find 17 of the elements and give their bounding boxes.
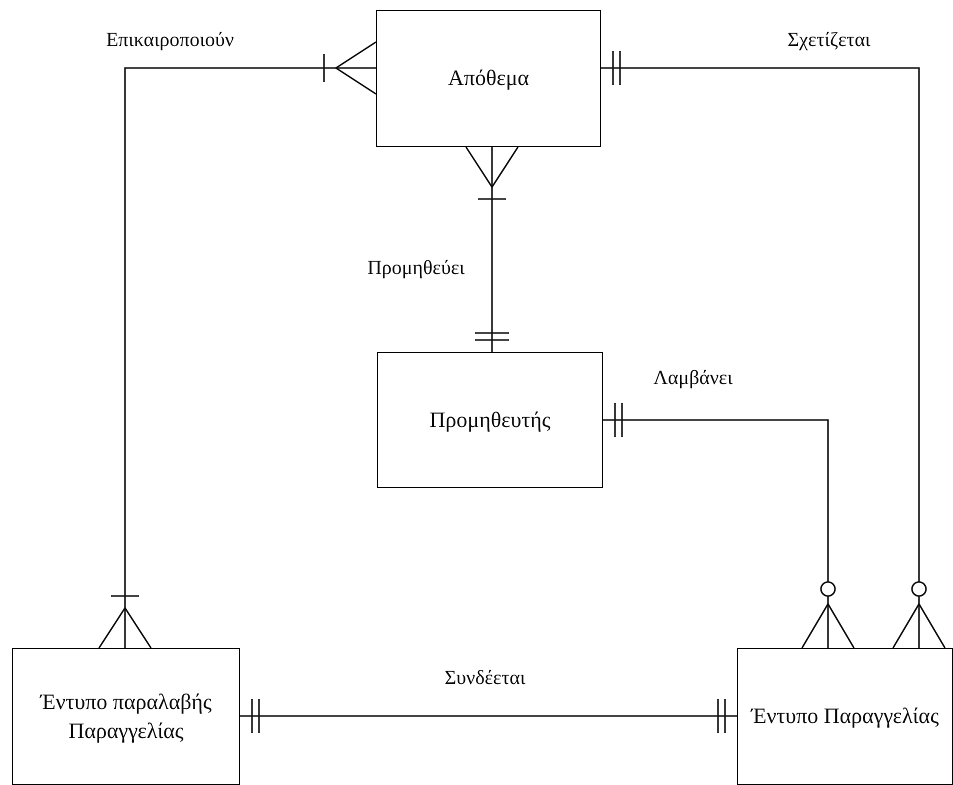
edge-label: Σχετίζεται (786, 28, 872, 52)
entity-box (12, 648, 240, 785)
entity-name: Έντυπο Παραγγελίας (751, 702, 939, 730)
entity-box (377, 352, 603, 488)
entity-name: Έντυπο παραλαβής Παραγγελίας (38, 688, 213, 745)
edge-label: Λαμβάνει (651, 366, 735, 390)
edge-label: Προμηθεύει (365, 256, 467, 280)
relationship-line (465, 146, 519, 352)
edge-label: Επικαιροποιούν (104, 28, 236, 52)
relationship-line (603, 403, 855, 649)
entity-name: Απόθεμα (448, 64, 530, 92)
relationship-line (601, 51, 946, 649)
entity-box (737, 648, 953, 785)
entity-name: Προμηθευτής (430, 406, 550, 434)
relationship-line (240, 699, 737, 733)
entity-box (376, 10, 601, 147)
relationship-line (98, 41, 377, 649)
